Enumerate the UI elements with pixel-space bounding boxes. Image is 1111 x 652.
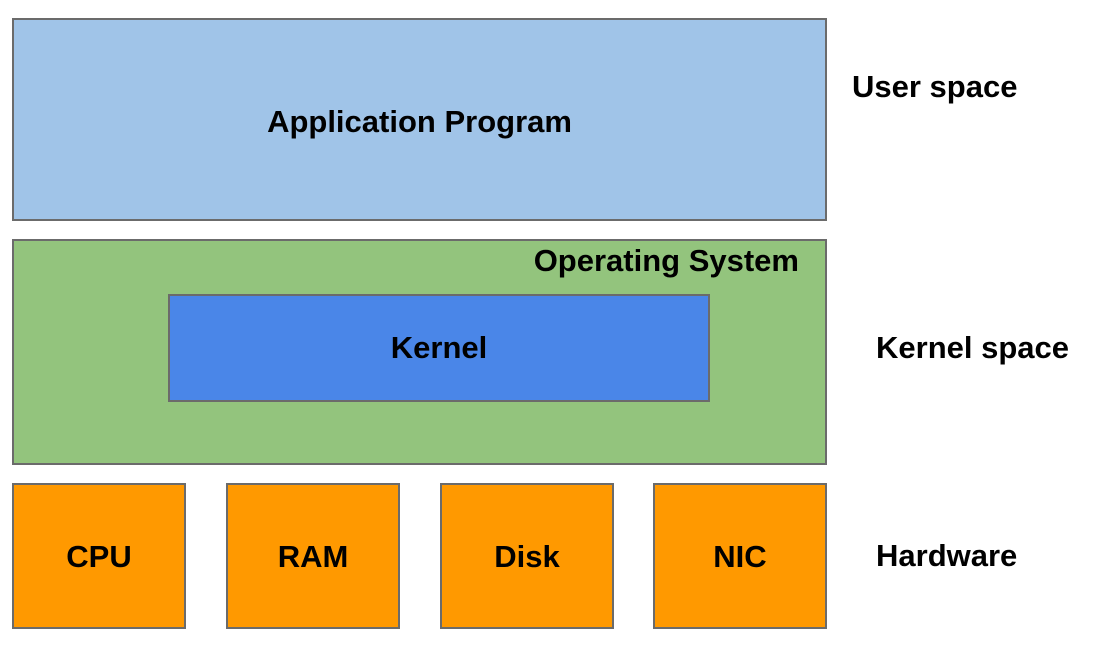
operating-system-box: Operating System Kernel: [12, 239, 827, 465]
kernel-box: Kernel: [168, 294, 710, 402]
hardware-disk-label: Disk: [494, 539, 560, 574]
user-space-label: User space: [852, 69, 1018, 104]
hardware-disk-box: Disk: [440, 483, 614, 629]
application-program-box: Application Program: [12, 18, 827, 221]
hardware-nic-box: NIC: [653, 483, 827, 629]
hardware-ram-label: RAM: [277, 539, 349, 574]
hardware-cpu-box: CPU: [12, 483, 186, 629]
kernel-space-label: Kernel space: [876, 330, 1069, 365]
kernel-label: Kernel: [390, 330, 488, 365]
hardware-ram-box: RAM: [226, 483, 400, 629]
hardware-cpu-label: CPU: [66, 539, 132, 574]
hardware-nic-label: NIC: [713, 539, 767, 574]
operating-system-label: Operating System: [533, 243, 799, 278]
application-program-label: Application Program: [267, 104, 572, 139]
hardware-label: Hardware: [876, 538, 1018, 573]
